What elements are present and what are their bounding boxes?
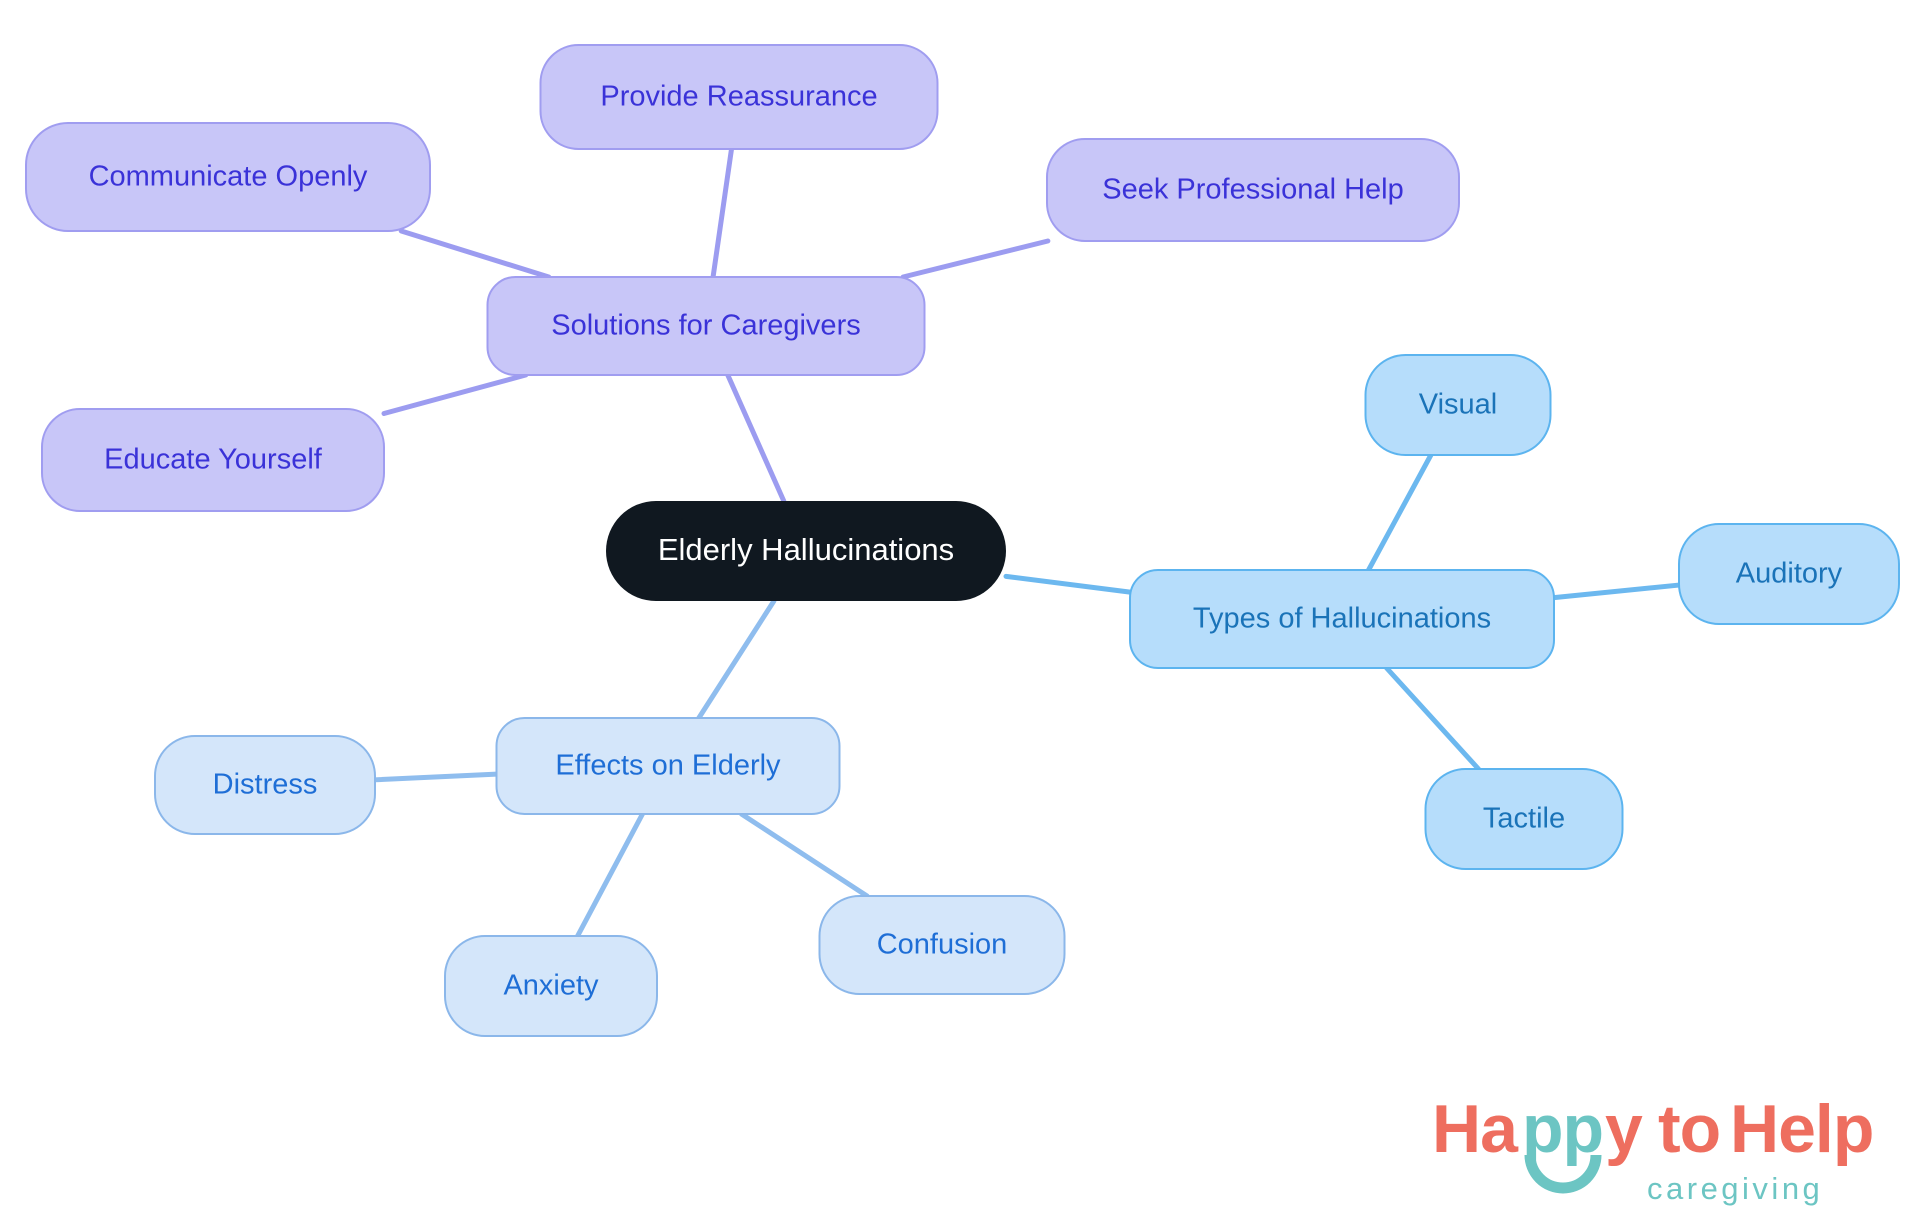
node-shape-solutions bbox=[486, 276, 926, 376]
nodes-layer: Elderly Hallucinations Solutions for Care… bbox=[25, 44, 1900, 1037]
node-shape-anxiety bbox=[444, 935, 658, 1037]
mindmap-node-educate-yourself[interactable]: Educate Yourself bbox=[41, 408, 385, 512]
edge-effects-to-distress bbox=[372, 771, 499, 783]
mindmap-node-tactile[interactable]: Tactile bbox=[1424, 768, 1624, 870]
node-label-seek-professional-help: Seek Professional Help bbox=[1102, 174, 1403, 206]
node-label-educate-yourself: Educate Yourself bbox=[104, 444, 323, 476]
node-label-confusion: Confusion bbox=[877, 929, 1008, 961]
mindmap-node-solutions[interactable]: Solutions for Caregivers bbox=[486, 276, 926, 376]
logo-smile-icon bbox=[1524, 1154, 1602, 1194]
logo-text-to: to bbox=[1658, 1091, 1720, 1167]
node-shape-educate-yourself bbox=[41, 408, 385, 512]
edge-root-to-effects bbox=[696, 598, 777, 721]
node-shape-types bbox=[1129, 569, 1555, 669]
node-label-solutions: Solutions for Caregivers bbox=[551, 310, 860, 342]
logo-text-ha: Ha bbox=[1432, 1091, 1519, 1167]
mindmap-node-anxiety[interactable]: Anxiety bbox=[444, 935, 658, 1037]
node-label-auditory: Auditory bbox=[1736, 558, 1843, 590]
node-shape-root bbox=[606, 501, 1006, 601]
mindmap-node-provide-reassurance[interactable]: Provide Reassurance bbox=[539, 44, 939, 150]
edge-types-to-auditory bbox=[1551, 582, 1682, 601]
node-shape-communicate-openly bbox=[25, 122, 431, 232]
node-shape-auditory bbox=[1678, 523, 1900, 625]
node-shape-tactile bbox=[1424, 768, 1624, 870]
logo-text-help: Help bbox=[1730, 1091, 1873, 1167]
edge-solutions-to-educate-yourself bbox=[381, 372, 529, 417]
node-label-types: Types of Hallucinations bbox=[1193, 603, 1491, 635]
edge-effects-to-anxiety bbox=[575, 811, 645, 939]
node-label-communicate-openly: Communicate Openly bbox=[89, 161, 368, 193]
mindmap-node-seek-professional-help[interactable]: Seek Professional Help bbox=[1046, 138, 1460, 242]
mindmap-node-visual[interactable]: Visual bbox=[1364, 354, 1552, 456]
logo-tagline: caregiving bbox=[1647, 1171, 1823, 1206]
edge-solutions-to-provide-reassurance bbox=[710, 146, 735, 280]
node-label-root: Elderly Hallucinations bbox=[658, 532, 954, 567]
mindmap-node-auditory[interactable]: Auditory bbox=[1678, 523, 1900, 625]
node-label-effects: Effects on Elderly bbox=[555, 750, 781, 782]
mindmap-node-distress[interactable]: Distress bbox=[154, 735, 376, 835]
node-label-visual: Visual bbox=[1419, 389, 1497, 421]
mindmap-node-root[interactable]: Elderly Hallucinations bbox=[606, 501, 1006, 601]
edge-effects-to-confusion bbox=[738, 811, 870, 899]
node-shape-confusion bbox=[818, 895, 1066, 995]
node-label-anxiety: Anxiety bbox=[503, 970, 599, 1002]
mindmap-node-effects[interactable]: Effects on Elderly bbox=[495, 717, 841, 815]
edge-root-to-types bbox=[1003, 573, 1133, 595]
edge-root-to-solutions bbox=[725, 372, 787, 504]
logo-text-pp: pp bbox=[1522, 1091, 1603, 1167]
node-label-tactile: Tactile bbox=[1483, 803, 1565, 835]
mindmap-node-types[interactable]: Types of Hallucinations bbox=[1129, 569, 1555, 669]
node-label-provide-reassurance: Provide Reassurance bbox=[600, 81, 877, 113]
edge-types-to-tactile bbox=[1384, 665, 1481, 772]
node-shape-seek-professional-help bbox=[1046, 138, 1460, 242]
edge-solutions-to-seek-professional-help bbox=[900, 238, 1051, 280]
brand-logo: Ha pp y to Help caregiving bbox=[1432, 1091, 1874, 1206]
edges-layer bbox=[372, 146, 1682, 939]
edge-solutions-to-communicate-openly bbox=[398, 228, 552, 280]
mindmap-node-communicate-openly[interactable]: Communicate Openly bbox=[25, 122, 431, 232]
node-shape-visual bbox=[1364, 354, 1552, 456]
node-shape-effects bbox=[495, 717, 841, 815]
node-shape-distress bbox=[154, 735, 376, 835]
edge-types-to-visual bbox=[1366, 452, 1434, 573]
mindmap-node-confusion[interactable]: Confusion bbox=[818, 895, 1066, 995]
node-label-distress: Distress bbox=[213, 769, 318, 801]
logo-text-y: y bbox=[1605, 1091, 1643, 1167]
node-shape-provide-reassurance bbox=[539, 44, 939, 150]
